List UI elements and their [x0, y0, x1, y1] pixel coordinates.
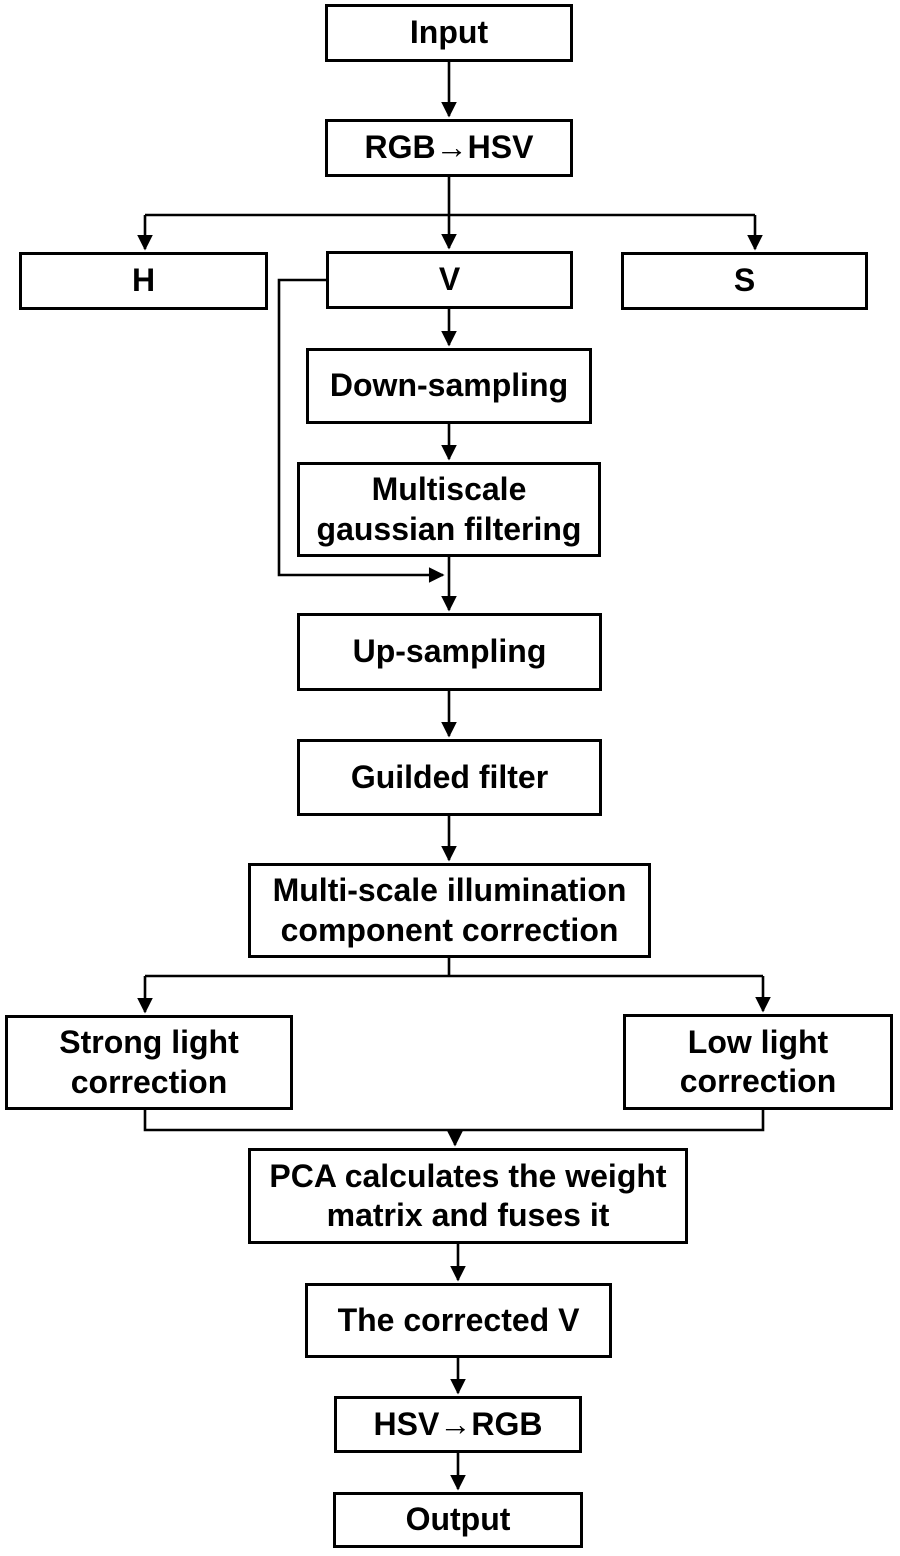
node-pca-fusion: PCA calculates the weight matrix and fus… [248, 1148, 688, 1244]
node-down-sampling: Down-sampling [306, 348, 592, 424]
edge-branch-line-hvs [145, 177, 755, 217]
node-multi-scale-illumination-correction: Multi-scale illumination component corre… [248, 863, 651, 958]
node-input: Input [325, 4, 573, 62]
node-multiscale-gaussian-filtering: Multiscale gaussian filtering [297, 462, 601, 557]
node-guilded-filter: Guilded filter [297, 739, 602, 816]
edge-v-bypass-upsampling [277, 278, 445, 583]
edge-merge-line-light [143, 1110, 765, 1132]
node-h-channel: H [19, 252, 268, 310]
node-v-channel: V [326, 251, 573, 309]
node-low-light-correction: Low light correction [623, 1014, 893, 1110]
node-s-channel: S [621, 252, 868, 310]
node-up-sampling: Up-sampling [297, 613, 602, 691]
node-output: Output [333, 1492, 583, 1548]
node-corrected-v: The corrected V [305, 1283, 612, 1358]
node-hsv-to-rgb: HSV→RGB [334, 1396, 582, 1453]
node-rgb-to-hsv: RGB→HSV [325, 119, 573, 177]
node-strong-light-correction: Strong light correction [5, 1015, 293, 1110]
edge-branch-line-light [145, 958, 763, 978]
